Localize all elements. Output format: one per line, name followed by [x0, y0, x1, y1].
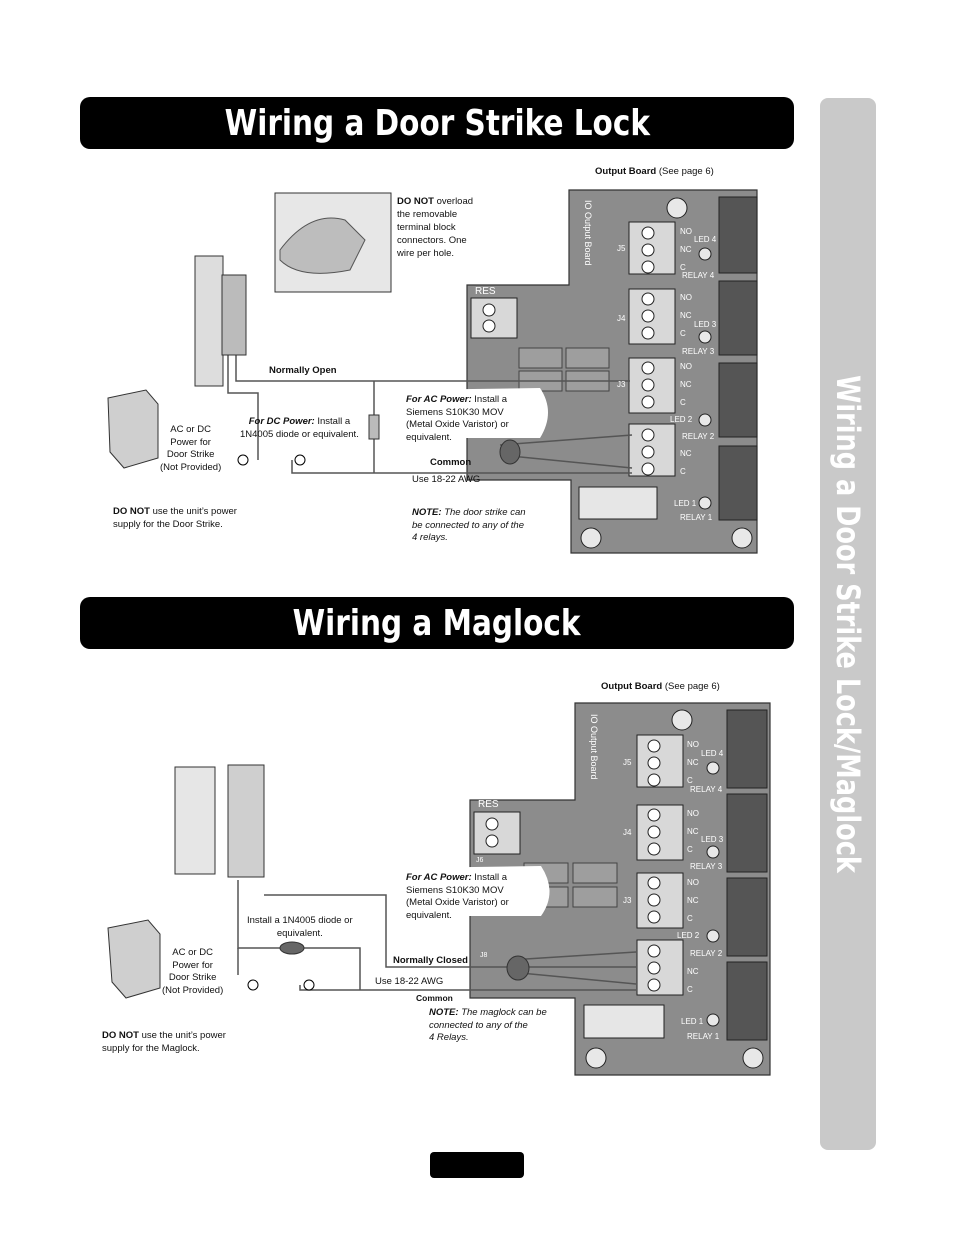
maglock-banner: Wiring a Maglock — [80, 597, 794, 649]
maglock-screw — [485, 739, 661, 992]
maglock-j8: J8 — [480, 952, 488, 959]
strike-relay1-label: RELAY 1 — [680, 513, 713, 522]
strike-dc-note: For DC Power: Install a 1N4005 diode or … — [240, 416, 359, 440]
maglock-output-board-label: Output Board (See page 6) — [601, 681, 720, 692]
maglock-led3-label: LED 3 — [701, 835, 724, 844]
side-tab: Wiring a Door Strike Lock/Maglock — [820, 98, 876, 1150]
maglock-relay2-label: RELAY 2 — [690, 949, 723, 958]
strike-awg: Use 18-22 AWG — [412, 474, 481, 485]
maglock-j5: J5 — [623, 758, 632, 767]
strike-screw — [482, 226, 655, 476]
maglock-relay3-label: RELAY 3 — [690, 862, 723, 871]
maglock-supply-note: DO NOT use the unit’s power supply for t… — [102, 1030, 226, 1054]
strike-normally-open: Normally Open — [269, 365, 337, 376]
strike-led3-label: LED 3 — [694, 320, 717, 329]
maglock-j4: J4 — [623, 828, 632, 837]
maglock-power-supply — [107, 919, 161, 999]
strike-supply-note: DO NOT use the unit’s power supply for t… — [113, 506, 237, 530]
maglock-relay-block — [726, 961, 768, 1041]
maglock-j6: J6 — [476, 857, 484, 864]
maglock-diode — [279, 941, 305, 955]
strike-j3: J3 — [617, 380, 626, 389]
maglock-common: Common — [416, 993, 453, 1003]
maglock-header-connector — [583, 1004, 665, 1039]
maglock-relay-note: NOTE: The maglock can be connected to an… — [429, 1007, 547, 1043]
maglock-board-name: IO Output Board — [589, 714, 599, 780]
maglock-led4-label: LED 4 — [701, 749, 724, 758]
maglock-led2-label: LED 2 — [677, 931, 700, 940]
maglock-mov — [506, 955, 530, 981]
maglock-ac-note: For AC Power: Install a Siemens S10K30 M… — [406, 872, 509, 921]
strike-relay3-label: RELAY 3 — [682, 347, 715, 356]
page-number-tab — [430, 1152, 524, 1178]
strike-relay-block — [718, 280, 758, 356]
strike-relay4-label: RELAY 4 — [682, 271, 715, 280]
maglock-mov-callout — [403, 866, 550, 916]
strike-mov-callout — [400, 388, 548, 438]
strike-output-board-label: Output Board (See page 6) — [595, 166, 714, 177]
strike-led4-label: LED 4 — [694, 235, 717, 244]
maglock-relay4-label: RELAY 4 — [690, 785, 723, 794]
maglock-led — [706, 761, 720, 1027]
strike-minus-terminal — [237, 454, 249, 466]
strike-diode — [368, 414, 380, 440]
maglock-normally-closed: Normally Closed — [393, 955, 468, 966]
strike-title: Wiring a Door Strike Lock — [224, 102, 650, 144]
maglock-plus-terminal — [303, 979, 315, 991]
maglock-armature — [174, 766, 216, 875]
maglock-relay-block — [726, 877, 768, 957]
strike-res-label: RES — [475, 286, 496, 297]
strike-common: Common — [430, 457, 472, 468]
strike-relay-note: NOTE: The door strike can be connected t… — [412, 507, 526, 543]
maglock-title: Wiring a Maglock — [293, 602, 581, 644]
strike-led2-label: LED 2 — [670, 415, 693, 424]
maglock-res-label: RES — [478, 799, 499, 810]
maglock-relay1-label: RELAY 1 — [687, 1032, 720, 1041]
strike-relay-block — [718, 196, 758, 274]
strike-body — [221, 274, 247, 356]
strike-j5: J5 — [617, 244, 626, 253]
strike-board-screw — [580, 197, 753, 549]
strike-led1-label: LED 1 — [674, 499, 697, 508]
maglock-awg: Use 18-22 AWG — [375, 976, 444, 987]
strike-power-supply — [107, 389, 159, 469]
strike-plus-terminal — [294, 454, 306, 466]
strike-j4: J4 — [617, 314, 626, 323]
maglock-magnet — [227, 764, 265, 878]
strike-header-connector — [578, 486, 658, 520]
maglock-relay-block — [726, 793, 768, 873]
maglock-relay-block — [726, 709, 768, 789]
strike-mov — [499, 439, 521, 465]
maglock-board-screw — [585, 709, 764, 1069]
maglock-io-board — [469, 702, 771, 1076]
strike-overload-note: DO NOT overload the removable terminal b… — [397, 196, 474, 259]
maglock-minus-terminal — [247, 979, 259, 991]
strike-relay-block — [718, 445, 758, 521]
strike-relay2-label: RELAY 2 — [682, 432, 715, 441]
strike-relay-block — [718, 362, 758, 438]
strike-led — [698, 247, 712, 510]
strike-banner: Wiring a Door Strike Lock — [80, 97, 794, 149]
strike-ac-note: For AC Power: Install a Siemens S10K30 M… — [406, 394, 509, 443]
maglock-led1-label: LED 1 — [681, 1017, 704, 1026]
maglock-j3: J3 — [623, 896, 632, 905]
